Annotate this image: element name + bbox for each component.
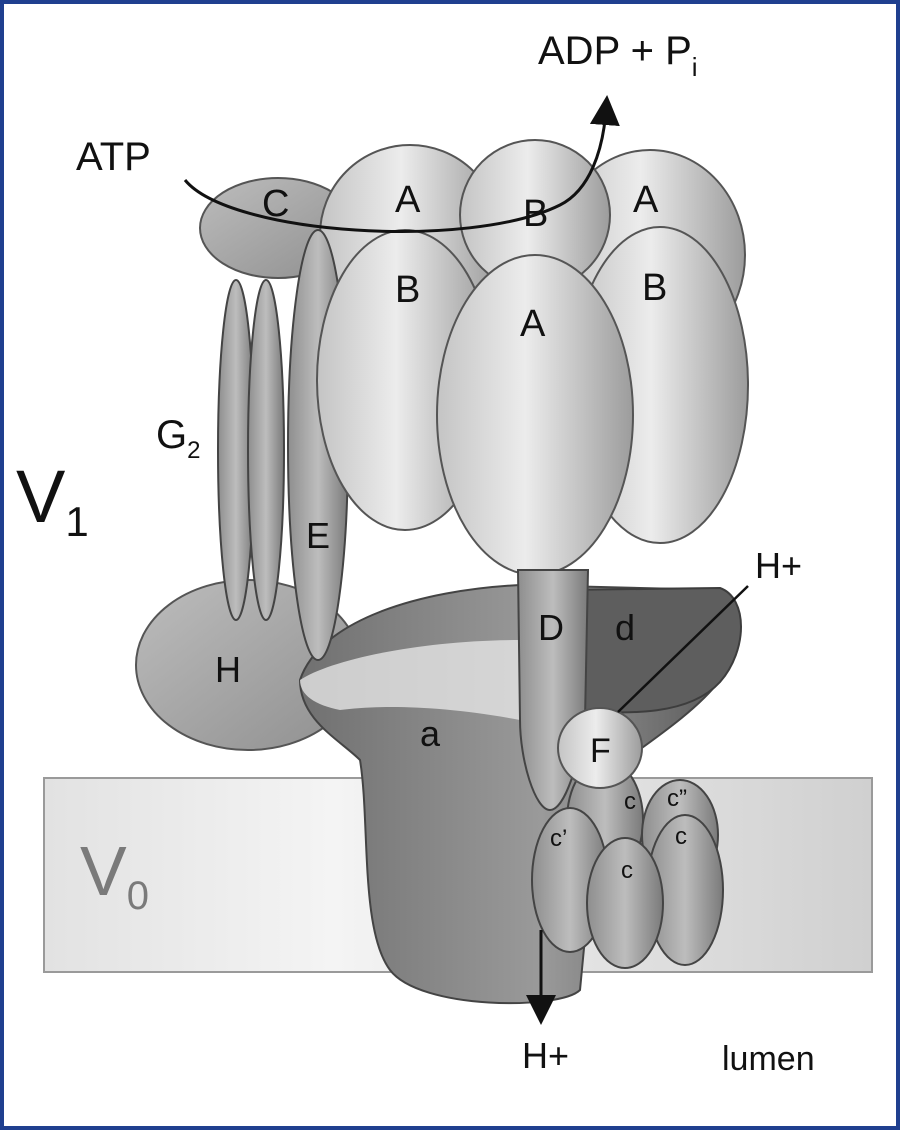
subunit-c-front bbox=[586, 837, 664, 969]
label-b-front-left: B bbox=[395, 269, 420, 311]
label-g2: G2 bbox=[156, 413, 200, 464]
label-c-small-3: c bbox=[621, 857, 633, 884]
label-h: H bbox=[215, 649, 241, 690]
label-a-back-left: A bbox=[395, 179, 421, 221]
proton-entry-line bbox=[617, 585, 749, 713]
subunit-f bbox=[557, 707, 643, 789]
atp-hydrolysis-arrow bbox=[183, 95, 620, 233]
label-v1: V1 bbox=[16, 455, 89, 545]
label-c-small-1: c bbox=[624, 788, 636, 815]
label-hplus-bottom: H+ bbox=[522, 1035, 569, 1076]
label-c-small-2: c bbox=[675, 823, 687, 850]
label-hplus-top: H+ bbox=[755, 545, 802, 586]
label-v0: V0 bbox=[80, 832, 149, 918]
label-c-dprime: c” bbox=[667, 785, 687, 812]
label-adp-pi: ADP + Pi bbox=[538, 29, 698, 82]
subunit-a-highlight bbox=[300, 640, 520, 720]
label-a-subunit: a bbox=[420, 713, 441, 754]
label-c-prime: c’ bbox=[550, 825, 567, 852]
label-b-back: B bbox=[523, 193, 548, 235]
label-a-front: A bbox=[520, 303, 546, 345]
label-d-small: d bbox=[615, 607, 635, 648]
label-b-front-right: B bbox=[642, 267, 667, 309]
label-a-back-right: A bbox=[633, 179, 659, 221]
label-atp: ATP bbox=[76, 135, 151, 179]
label-e: E bbox=[306, 515, 330, 556]
subunit-g2-rod-2 bbox=[247, 279, 285, 621]
label-c-top: C bbox=[262, 183, 289, 225]
label-f: F bbox=[590, 732, 611, 770]
label-d-stalk: D bbox=[538, 607, 564, 648]
label-lumen: lumen bbox=[722, 1040, 815, 1078]
